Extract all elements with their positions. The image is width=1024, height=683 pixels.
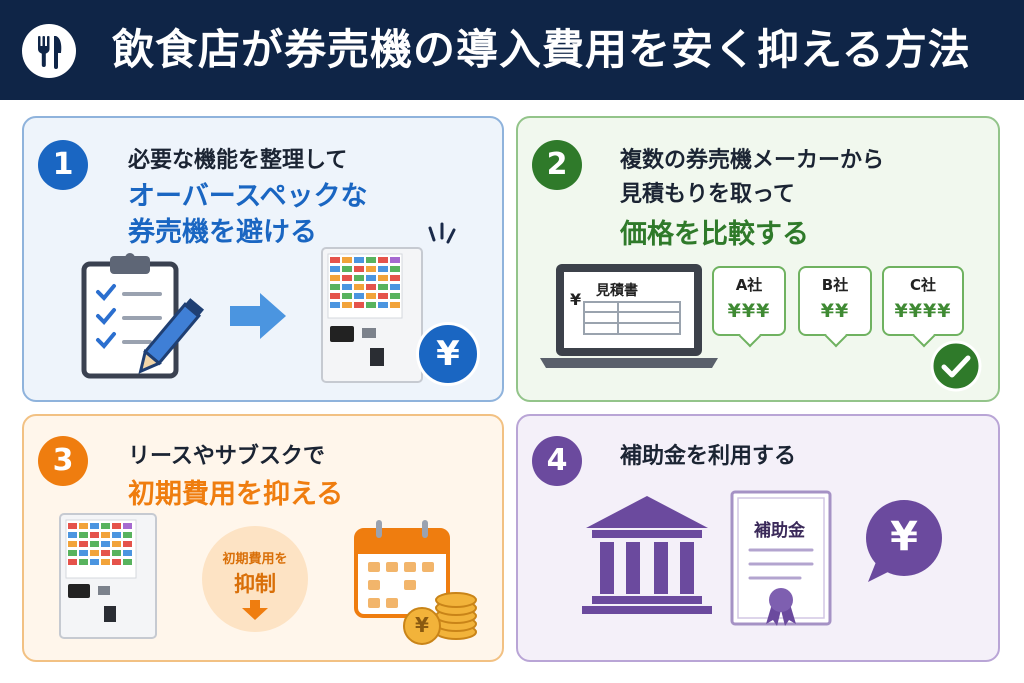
step-text-line1: リースやサブスクで	[128, 444, 325, 469]
step-text-line1: 複数の券売機メーカーから	[620, 148, 885, 173]
step-card-4: 4 補助金を利用する 補助金 ¥	[516, 414, 1000, 662]
certificate-title: 補助金	[754, 521, 805, 541]
company-name: A社	[735, 276, 763, 294]
step-text-line3: 券売機を避ける	[128, 217, 317, 248]
step-text-line2: オーバースペックな	[128, 181, 368, 212]
certificate-icon	[730, 490, 832, 626]
company-name: B社	[821, 276, 849, 294]
calendar-coins-icon	[354, 520, 477, 645]
fork-knife-icon	[22, 24, 76, 78]
price-level: ¥¥¥¥	[894, 300, 952, 322]
coin-yen-symbol: ¥	[415, 613, 429, 637]
quote-bubble-c: C社 ¥¥¥¥	[882, 266, 964, 348]
step-number-badge: 4	[532, 436, 582, 486]
yen-speech-bubble-icon	[866, 500, 942, 582]
ticket-machine-icon	[321, 247, 423, 383]
sparkle-lines-icon	[428, 222, 456, 244]
ticket-machine-icon	[59, 513, 157, 639]
arrow-down-icon	[242, 600, 268, 620]
circle-text-line2: 抑制	[234, 572, 276, 596]
quote-bubble-b: B社 ¥¥	[798, 266, 872, 348]
arrow-right-icon	[230, 293, 286, 339]
laptop-icon	[540, 264, 718, 368]
cost-reduction-circle: 初期費用を 抑制	[202, 526, 308, 632]
step-card-3: 3 リースやサブスクで 初期費用を抑える 初期費用を 抑制	[22, 414, 504, 662]
step-card-2: 2 複数の券売機メーカーから 見積もりを取って 価格を比較する 見積書 ¥ A社…	[516, 116, 1000, 402]
bank-building-icon	[582, 496, 712, 614]
circle-text-line1: 初期費用を	[222, 552, 288, 567]
check-circle-icon	[930, 340, 982, 392]
yen-coin-icon: ¥	[416, 322, 480, 386]
step-text-line3: 価格を比較する	[620, 219, 809, 250]
header-bar: 飲食店が券売機の導入費用を安く抑える方法	[0, 0, 1024, 100]
estimate-doc-title: 見積書	[596, 283, 638, 299]
price-level: ¥¥	[820, 300, 850, 322]
price-level: ¥¥¥	[727, 300, 771, 322]
step-number-badge: 2	[532, 140, 582, 190]
yen-symbol: ¥	[436, 334, 460, 374]
step-number-badge: 1	[38, 140, 88, 190]
page-title: 飲食店が券売機の導入費用を安く抑える方法	[112, 25, 971, 74]
quote-bubble-a: A社 ¥¥¥	[712, 266, 786, 348]
step-text-line1: 補助金を利用する	[620, 444, 797, 469]
step-text-line1: 必要な機能を整理して	[128, 148, 348, 173]
company-name: C社	[909, 276, 936, 294]
clipboard-pencil-icon	[81, 253, 205, 379]
step-text-line2: 初期費用を抑える	[128, 479, 344, 510]
step-text-line2: 見積もりを取って	[620, 182, 795, 207]
estimate-yen-symbol: ¥	[570, 290, 582, 309]
step-number-badge: 3	[38, 436, 88, 486]
bubble-yen-symbol: ¥	[890, 514, 918, 560]
step-card-1: 1 必要な機能を整理して オーバースペックな 券売機を避ける	[22, 116, 504, 402]
